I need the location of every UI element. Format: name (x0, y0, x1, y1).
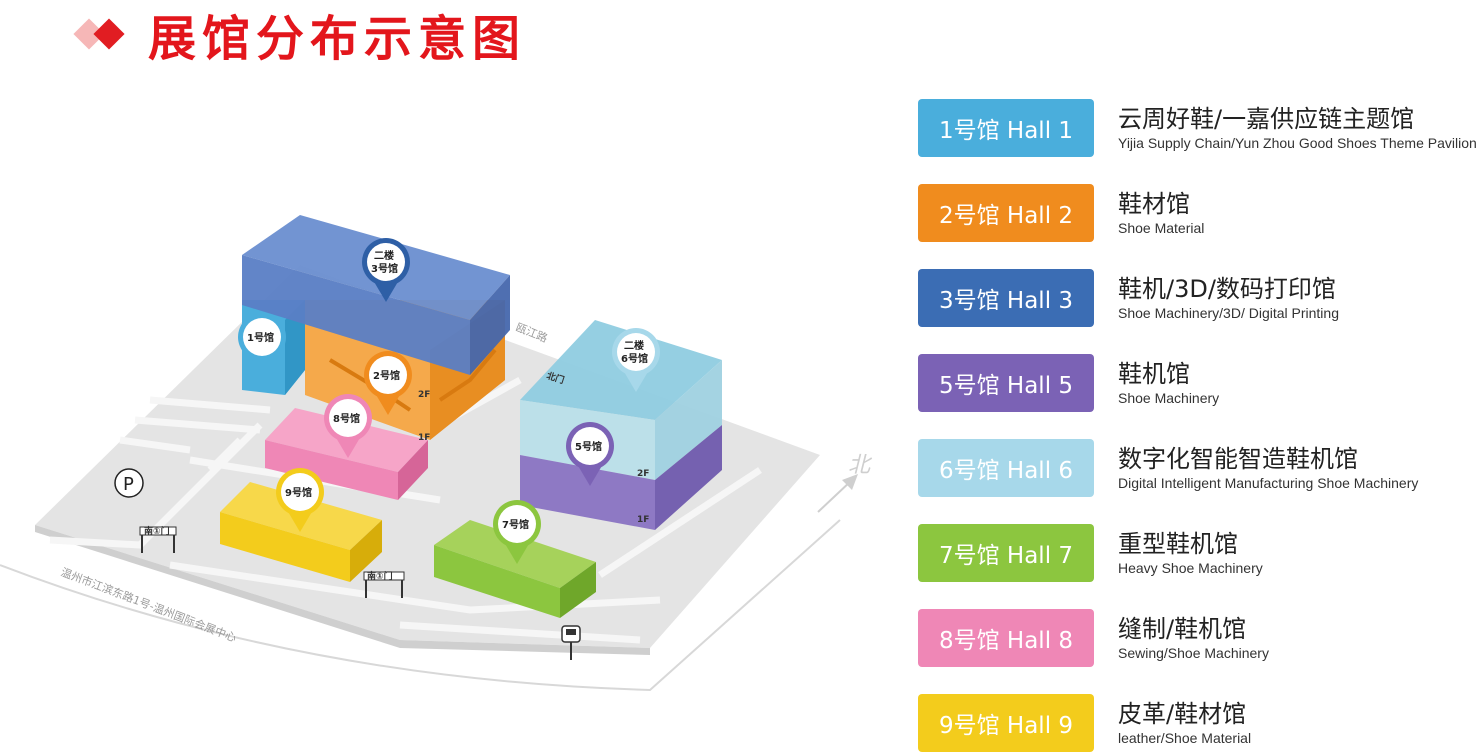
hall-1-pin-label: 1号馆 (247, 331, 274, 344)
hall-2-pin[interactable]: 2号馆 (364, 351, 412, 415)
hall-6-badge[interactable]: 6号馆 Hall 6 (918, 439, 1094, 497)
hall-5-pin-label: 5号馆 (575, 440, 602, 453)
legend-row-hall-3[interactable]: 3号馆 Hall 3 鞋机/3D/数码打印馆 Shoe Machinery/3D/… (918, 269, 1339, 327)
hall-1-pin[interactable]: 1号馆 (238, 313, 286, 377)
hall-3-pin-floor: 二楼 (374, 249, 394, 262)
south-gate-2[interactable]: 南①门 (363, 570, 405, 598)
hall-8-en: Sewing/Shoe Machinery (1118, 645, 1269, 661)
floor-label-2f: 2F (418, 390, 430, 400)
hall-5-building[interactable] (520, 425, 722, 530)
parking-icon: P (114, 468, 144, 498)
hall-5-cn: 鞋机馆 (1118, 360, 1190, 388)
page-title: 展馆分布示意图 (148, 11, 527, 67)
legend-row-hall-6[interactable]: 6号馆 Hall 6 数字化智能智造鞋机馆 Digital Intelligent… (918, 439, 1418, 497)
hall-2-badge[interactable]: 2号馆 Hall 2 (918, 184, 1094, 242)
south-gate-1-label: 南①门 (144, 525, 170, 537)
hall-9-en: leather/Shoe Material (1118, 730, 1252, 746)
legend-row-hall-9[interactable]: 9号馆 Hall 9 皮革/鞋材馆 leather/Shoe Material (918, 694, 1251, 752)
south-gate-2-label: 南①门 (367, 570, 393, 582)
hall-2-pin-label: 2号馆 (373, 369, 400, 382)
hall-8-pin[interactable]: 8号馆 (324, 394, 372, 458)
legend-row-hall-7[interactable]: 7号馆 Hall 7 重型鞋机馆 Heavy Shoe Machinery (918, 524, 1263, 582)
hall-3-pin-label: 3号馆 (371, 262, 398, 275)
hall-7-en: Heavy Shoe Machinery (1118, 560, 1263, 576)
hall-3-badge[interactable]: 3号馆 Hall 3 (918, 269, 1094, 327)
hall-8-badge[interactable]: 8号馆 Hall 8 (918, 609, 1094, 667)
hall-6-en: Digital Intelligent Manufacturing Shoe M… (1118, 475, 1419, 491)
hall-7-cn: 重型鞋机馆 (1118, 530, 1238, 558)
legend-row-hall-5[interactable]: 5号馆 Hall 5 鞋机馆 Shoe Machinery (918, 354, 1219, 412)
hall-6-pin[interactable]: 二楼 6号馆 (612, 328, 660, 392)
hall-3-cn: 鞋机/3D/数码打印馆 (1118, 275, 1336, 303)
hall-7-badge[interactable]: 7号馆 Hall 7 (918, 524, 1094, 582)
outer-road-line (0, 519, 841, 692)
hall-8-pin-label: 8号馆 (333, 412, 360, 425)
hall-2-cn: 鞋材馆 (1118, 190, 1190, 218)
hall-3-pin[interactable]: 二楼 3号馆 (362, 238, 410, 302)
ground-edge (35, 525, 650, 655)
venue-map: 2F 1F 2F 1F 瓯江路 北门 温州市江滨东路1号-温州国际会展中心 南①… (0, 215, 873, 692)
hall-1-en: Yijia Supply Chain/Yun Zhou Good Shoes T… (1118, 135, 1477, 151)
north-label: 北 (848, 453, 873, 478)
floor-label-1f-east: 1F (637, 515, 649, 525)
hall-2-en: Shoe Material (1118, 220, 1205, 236)
walkways (49, 376, 762, 644)
hall-9-pin-label: 9号馆 (285, 486, 312, 499)
road-north-label: 瓯江路 (514, 321, 549, 345)
hall-5-pin[interactable]: 5号馆 (566, 422, 614, 486)
hall-5-badge[interactable]: 5号馆 Hall 5 (918, 354, 1094, 412)
hall-8-cn: 缝制/鞋机馆 (1118, 615, 1247, 643)
hall-1-badge[interactable]: 1号馆 Hall 1 (918, 99, 1094, 157)
hall-9-badge[interactable]: 9号馆 Hall 9 (918, 694, 1094, 752)
hall-1-cn: 云周好鞋/一嘉供应链主题馆 (1118, 105, 1415, 133)
hall-6-cn: 数字化智能智造鞋机馆 (1118, 445, 1358, 473)
hall-3-en: Shoe Machinery/3D/ Digital Printing (1118, 305, 1339, 321)
floor-label-1f: 1F (418, 433, 430, 443)
diamond-bullet-icon (72, 9, 142, 59)
floor-label-2f-east: 2F (637, 469, 649, 479)
hall-9-cn: 皮革/鞋材馆 (1118, 700, 1247, 728)
legend-row-hall-1[interactable]: 1号馆 Hall 1 云周好鞋/一嘉供应链主题馆 Yijia Supply Cha… (918, 99, 1477, 157)
hall-7-pin-label: 7号馆 (502, 518, 529, 531)
north-arrow-icon: 北 (817, 453, 873, 513)
hall-5-en: Shoe Machinery (1118, 390, 1220, 406)
hall-6-pin-label: 6号馆 (621, 352, 648, 365)
hall-9-pin[interactable]: 9号馆 (276, 468, 324, 532)
south-gate-1[interactable]: 南①门 (139, 525, 177, 553)
legend-row-hall-8[interactable]: 8号馆 Hall 8 缝制/鞋机馆 Sewing/Shoe Machinery (918, 609, 1269, 667)
bus-stop-icon (561, 625, 581, 660)
svg-text:P: P (123, 474, 134, 495)
page-header: 展馆分布示意图 (72, 4, 526, 67)
hall-7-pin[interactable]: 7号馆 (493, 500, 541, 564)
legend-row-hall-2[interactable]: 2号馆 Hall 2 鞋材馆 Shoe Material (918, 184, 1204, 242)
hall-6-pin-floor: 二楼 (624, 339, 644, 352)
